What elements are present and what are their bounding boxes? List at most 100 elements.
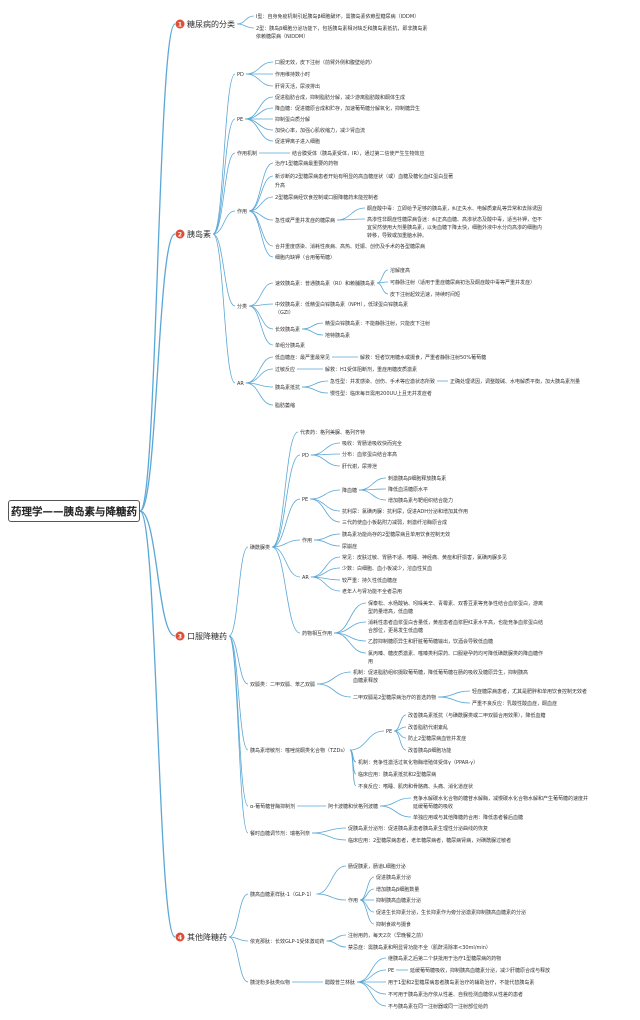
subtopic[interactable]: PD [302, 453, 309, 459]
subtopic[interactable]: 餐时血糖调节剂：瑞格列奈 [250, 830, 310, 837]
subtopic[interactable]: 中效胰岛素：低精蛋白锌胰岛素（NPH），低球蛋白锌胰岛素 [275, 301, 408, 308]
subtopic[interactable]: 降低血清糖原水平 [388, 486, 428, 493]
subtopic[interactable]: 单独应用或与其他降糖药合用：降低患者餐后血糖 [413, 814, 523, 821]
subtopic[interactable]: 胰岛素抵抗 [275, 384, 300, 391]
subtopic[interactable]: 急性型：并发感染、创伤、手术等应激状态所致 [330, 378, 435, 385]
root-topic[interactable]: 药理学——胰岛素与降糖药 [8, 500, 140, 522]
subtopic[interactable]: 细胞内缺钾（合用葡萄糖） [275, 254, 335, 261]
subtopic[interactable]: 轻症糖尿病患者，尤其是肥胖和单用饮食控制无效者 [472, 688, 587, 695]
subtopic[interactable]: PE [388, 968, 394, 974]
subtopic[interactable]: 二甲双胍是2型糖尿病治疗的首选药物 [353, 694, 436, 701]
subtopic[interactable]: 降血糖：促进糖原合成和贮存，加速葡萄糖分解氧化，抑制糖异生 [275, 105, 420, 112]
subtopic[interactable]: 抑制食欲与摄食 [376, 921, 411, 928]
subtopic[interactable]: 胰淀粉多肽类似物 [250, 979, 290, 986]
subtopic[interactable]: 严重不良反应：乳酸性酸血症，酮血症 [472, 700, 557, 707]
subtopic[interactable]: 少数：白细胞、血小板减少，溶血性贫血 [342, 565, 432, 572]
subtopic[interactable]: 改善脂肪代谢紊乱 [408, 724, 448, 731]
subtopic[interactable]: 急性或严重并发症的糖尿病 [275, 217, 335, 224]
subtopic[interactable]: 单组分胰岛素 [275, 342, 305, 349]
subtopic[interactable]: 依赖糖尿病（NIDDM） [256, 33, 308, 40]
subtopic[interactable]: 作用 [237, 208, 247, 215]
subtopic[interactable]: 血糖素释放 [353, 677, 378, 684]
subtopic[interactable]: 增加胰岛素与靶组织结合能力 [388, 497, 453, 504]
subtopic[interactable]: 促进胰岛素分泌 [376, 874, 411, 881]
subtopic[interactable]: 宜贸然使用大剂量胰岛素，以免血糖下降太快，细胞外液中水分向高渗的细胞内 [367, 224, 542, 231]
subtopic[interactable]: 转移，导致或加重脑水肿。 [367, 232, 427, 239]
subtopic[interactable]: 老年人与肾功能不全者忌用 [342, 588, 402, 595]
subtopic[interactable]: 不与胰岛素在同一注射器或同一注射部位给药 [388, 1003, 488, 1010]
subtopic[interactable]: 改善胰岛β细胞功能 [408, 747, 451, 754]
subtopic[interactable]: 依克那肽：长效GLP-1受体激动药 [250, 938, 325, 945]
subtopic[interactable]: 酮症酸中毒：立即给予足够的胰岛素，纠正失水、电解质紊乱等异常和去除诱因 [367, 205, 542, 212]
subtopic[interactable]: 长效胰岛素 [275, 326, 300, 333]
subtopic[interactable]: 可静脉注射（适用于重症糖尿病初治及酮症酸中毒等严重并发症） [390, 279, 535, 286]
subtopic[interactable]: 口服无效，皮下注射（前臂外侧和腹壁给药） [275, 59, 375, 66]
subtopic[interactable]: 促进脂肪合成，抑制脂肪分解，减少游离脂肪酸和酮体生成 [275, 94, 405, 101]
subtopic[interactable]: 精蛋白锌胰岛素：不能静脉注射，只能皮下注射 [325, 320, 430, 327]
subtopic[interactable]: 脂肪萎缩 [275, 402, 295, 409]
subtopic[interactable]: 阿卡波糖和伏格列波糖 [328, 803, 378, 810]
subtopic[interactable]: 用 [368, 659, 373, 665]
subtopic[interactable]: 加快心率，加强心肌收缩力，减少肾血流 [275, 127, 365, 134]
subtopic[interactable]: 治疗1型糖尿病最重要的药物 [275, 160, 338, 167]
subtopic[interactable]: 2型糖尿病经饮食控制或口服降糖药未能控制者 [275, 194, 378, 201]
subtopic[interactable]: 促胰岛素分泌剂：促进胰岛素患者胰岛素生理性分泌曲线的恢复 [348, 825, 488, 832]
subtopic[interactable]: 竞争水解碳水化合物的糖苷水解酶，减慢碳水化合物水解和产生葡萄糖的速度并 [413, 795, 588, 802]
subtopic[interactable]: 乙醇抑制糖原异生和肝脏葡萄糖输出，饮酒会导致低血糖 [368, 638, 493, 645]
subtopic[interactable]: 磺酰脲类 [250, 544, 270, 551]
subtopic[interactable]: 促进生长抑素分泌，生长抑素作为旁分泌激素抑制胰高血糖素的分泌 [376, 909, 526, 916]
subtopic[interactable]: 分布：血浆蛋白结合率高 [342, 451, 397, 458]
subtopic[interactable]: 作用 [348, 897, 358, 904]
subtopic[interactable]: 醋酸普兰林肽 [325, 979, 355, 986]
subtopic[interactable]: PD [237, 72, 244, 78]
subtopic[interactable]: AR [302, 575, 309, 581]
subtopic[interactable]: 较严重：持久性低血糖症 [342, 577, 397, 584]
subtopic[interactable]: 防止2型糖尿病血管并发症 [408, 735, 466, 742]
subtopic[interactable]: 双胍类：二甲双胍、苯乙双胍 [250, 681, 315, 688]
subtopic[interactable]: 高渗性非酮症性糖尿病昏迷：纠正高血糖、高渗状态及酸中毒，适当补钾，但不 [367, 216, 542, 223]
subtopic[interactable]: 增加胰岛β细胞数量 [376, 886, 419, 893]
subtopic[interactable]: 2型：胰岛β细胞分泌功能下，包括胰岛素相对缺乏和胰岛素抵抗，即非胰岛素 [256, 25, 427, 32]
subtopic[interactable]: 地特胰岛素 [325, 332, 350, 339]
subtopic[interactable]: 胰高血糖素样肽-1（GLP-1） [250, 891, 315, 898]
subtopic[interactable]: 肝代谢，尿排泄 [342, 463, 377, 470]
subtopic[interactable]: 氯丙嗪、糖皮质激素、噻嗪类利尿药、口服避孕药均可降低磺酰脲类的降血糖作 [368, 650, 543, 657]
subtopic[interactable]: 抗利尿：氯磺丙脲：抗利尿，促进ADH分泌和增加其作用 [342, 508, 468, 515]
subtopic[interactable]: 合部位，更易发生低血糖 [368, 627, 423, 634]
subtopic[interactable]: 临床应用：胰岛素抵抗和2型糖尿病 [358, 771, 436, 778]
subtopic[interactable]: I型：自身免疫机制引起胰岛β细胞破坏，需胰岛素依赖型糖尿病（IDDM） [256, 13, 419, 20]
subtopic[interactable]: PE [386, 729, 392, 735]
subtopic[interactable]: 尿崩症 [342, 543, 357, 550]
subtopic[interactable]: 胰岛素功能尚存的2型糖尿病且单用饮食控制无效 [342, 531, 450, 538]
subtopic[interactable]: 刺激胰岛β细胞释放胰岛素 [388, 475, 446, 482]
subtopic[interactable]: 过敏反应 [275, 366, 295, 373]
subtopic[interactable]: 延缓葡萄糖的吸收 [413, 803, 453, 810]
subtopic[interactable]: 代表药：格列美脲、格列齐特 [300, 429, 365, 436]
subtopic[interactable]: PE [302, 497, 308, 503]
subtopic[interactable]: 结合膜受体（胰岛素受体，IR），通过第二信使产生生物效应 [292, 150, 424, 157]
subtopic[interactable]: 注射用药，每天2次（早晚餐之前） [348, 932, 426, 939]
subtopic[interactable]: 抑制蛋白质分解 [275, 116, 310, 123]
subtopic[interactable]: 新诊断的2型糖尿病患者开始有明显的高血糖症状（或）血糖及糖化血红蛋白显著 [275, 173, 453, 180]
subtopic[interactable]: 型药量增高，低血糖 [368, 608, 413, 615]
subtopic[interactable]: 作用机制 [237, 150, 257, 157]
subtopic[interactable]: α-葡萄糖苷酶抑制剂 [250, 803, 295, 810]
subtopic[interactable]: 促进钾离子进入细胞 [275, 138, 320, 145]
subtopic[interactable]: 常见：皮肤过敏、胃肠不适、嗜睡、神经痛、黄疸和肝损害，氯磺丙脲多见 [342, 554, 507, 561]
subtopic[interactable]: 正确处理诱因，调整酸碱、水电解质平衡，加大胰岛素剂量 [450, 378, 580, 385]
subtopic[interactable]: 机制：促进脂肪组织摄取葡萄糖，降低葡萄糖在肠的吸收及糖原异生，抑制胰高 [353, 669, 528, 676]
subtopic[interactable]: 肝肾灭活，尿液排出 [275, 83, 320, 90]
subtopic[interactable]: 抑制胰高血糖素分泌 [376, 897, 421, 904]
subtopic[interactable]: 肠促胰素，肠道L细胞分泌 [348, 863, 406, 870]
subtopic[interactable]: （GZI） [275, 310, 294, 316]
subtopic[interactable]: 胰岛素增敏剂：噻唑烷酮类化合物（TZDs） [250, 747, 348, 754]
subtopic[interactable]: 慢性型：临床每日需用200UU上且无并发症者 [330, 390, 432, 397]
subtopic[interactable]: 不可用于胰岛素治疗依从性差、自我检测血糖依从性差的患者 [388, 991, 523, 998]
subtopic[interactable]: 不良反应：嗜睡、肌肉和骨骼痛、头痛、消化道症状 [358, 783, 473, 790]
subtopic[interactable]: 用于1型和2型糖尿病患者胰岛素治疗的辅助治疗，不能代替胰岛素 [388, 979, 534, 986]
subtopic[interactable]: PE [237, 117, 243, 123]
